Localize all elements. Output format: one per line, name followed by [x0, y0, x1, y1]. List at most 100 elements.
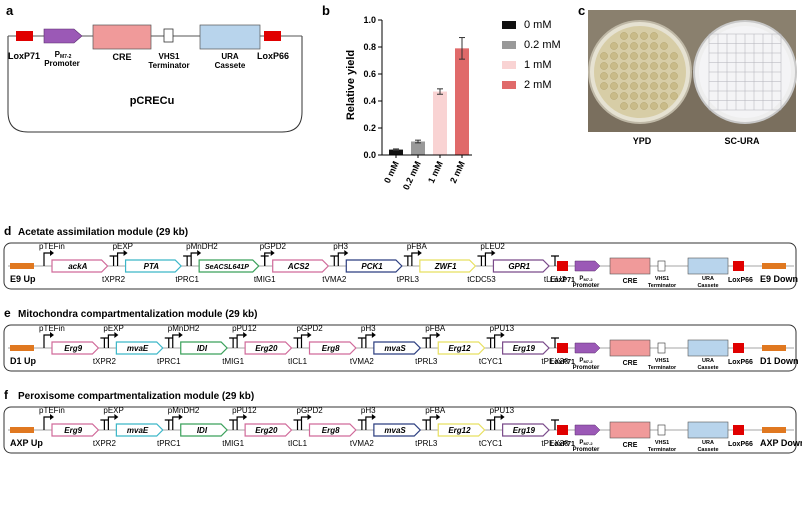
loxp71-box — [557, 261, 568, 271]
loxp71-box — [557, 343, 568, 353]
promoter-label: pH3 — [361, 324, 376, 333]
legend-label: 0 mM — [524, 19, 552, 31]
terminator-label: tPRL3 — [415, 357, 438, 366]
terminator-label: tPRC1 — [157, 439, 181, 448]
gene-erg20 — [244, 423, 293, 437]
bar — [433, 91, 447, 155]
promoter-label: pTEFin — [39, 324, 65, 333]
sc-ura-label: SC-URA — [725, 136, 760, 146]
sc-ura-grid — [708, 33, 782, 111]
up-homology-label: E9 Up — [10, 274, 36, 284]
promoter-arrow — [574, 342, 601, 354]
gene-erg12 — [437, 423, 486, 437]
up-homology-label: AXP Up — [10, 438, 43, 448]
terminator-label: tPRC1 — [157, 357, 181, 366]
promoter-arrowhead — [123, 250, 128, 256]
down-homology-arm — [762, 345, 786, 351]
promoter-arrow — [365, 416, 372, 430]
vhs1-label: VHS1 — [655, 276, 669, 282]
gene-erg9 — [51, 341, 100, 355]
promoter-arrowhead — [178, 414, 183, 420]
cre-label: CRE — [623, 442, 638, 449]
vhs1-box — [657, 260, 666, 272]
promoter-arrow — [365, 334, 372, 348]
terminator-symbol — [109, 255, 118, 266]
promoter-arrowhead — [344, 250, 349, 256]
loxp71-box — [16, 31, 33, 41]
gene-label: Erg12 — [448, 344, 471, 353]
loxp66-box — [264, 31, 281, 41]
gene-mvas — [373, 341, 422, 355]
promoter-arrow — [116, 252, 124, 266]
gene-label: PCK1 — [361, 262, 383, 271]
promoter-arrowhead — [307, 332, 312, 338]
gene-idi — [180, 423, 228, 437]
vhs1-box — [657, 342, 666, 354]
gene-label: ZWF1 — [434, 262, 457, 271]
gene-label: mvaS — [384, 426, 406, 435]
bar — [389, 149, 403, 155]
down-homology-arm — [762, 427, 786, 433]
terminator-symbol — [551, 419, 559, 430]
terminator-symbol — [183, 255, 192, 266]
panel-label-d: d — [4, 224, 11, 238]
plasmid-backbone — [7, 36, 303, 133]
y-tick-label: 0.2 — [363, 123, 376, 133]
promoter-label: pH3 — [333, 242, 348, 251]
panel-label-a: a — [6, 3, 14, 18]
legend-swatch — [502, 81, 516, 89]
promoter-label: pEXP — [103, 406, 123, 415]
promoter-arrow — [172, 416, 179, 430]
promoter-label: pLEU2 — [480, 242, 505, 251]
down-homology-label: E9 Down — [760, 274, 798, 284]
promoter-arrowhead — [371, 332, 376, 338]
promoter-arrow — [172, 334, 179, 348]
ura-label: URA — [221, 52, 239, 61]
ura-label-2: Cassete — [697, 447, 718, 453]
cre-label: CRE — [112, 52, 131, 62]
terminator-label: tXPR2 — [93, 439, 117, 448]
y-tick-label: 1.0 — [363, 15, 376, 25]
gene-mvas — [373, 423, 422, 437]
terminator-symbol — [357, 419, 366, 430]
terminator-label: tMIG1 — [254, 275, 276, 284]
loxp66-label: LoxP66 — [728, 277, 753, 284]
loxp71-label: LoxP71 — [550, 277, 575, 284]
terminator-label: tPRL3 — [415, 439, 438, 448]
terminator-label: tVMA2 — [350, 357, 375, 366]
y-axis-label: Relative yield — [345, 50, 357, 120]
loxp71-label: LoxP71 — [8, 51, 40, 61]
promoter-label: pTEFin — [39, 242, 65, 251]
terminator-symbol — [164, 419, 173, 430]
vhs1-label-2: Terminator — [648, 365, 677, 371]
cre-box — [92, 24, 152, 50]
terminator-symbol — [403, 255, 412, 266]
cre-label: CRE — [623, 278, 638, 285]
terminator-label: tXPR2 — [93, 357, 117, 366]
gene-erg20 — [244, 341, 293, 355]
ura-label-2: Cassete — [697, 365, 718, 371]
promoter-arrow — [494, 334, 501, 348]
promoter-label: pPU13 — [490, 324, 515, 333]
terminator-symbol — [486, 337, 495, 348]
legend-swatch — [502, 61, 516, 69]
terminator-label: tXPR2 — [102, 275, 126, 284]
terminator-label: tLEU2 — [544, 275, 567, 284]
y-tick-label: 0.4 — [363, 96, 376, 106]
terminator-label: tPEX20 — [541, 439, 569, 448]
gene-label: PTA — [144, 262, 160, 271]
vhs1-label: VHS1 — [159, 52, 180, 61]
gene-zwf1 — [419, 259, 477, 273]
promoter-arrow — [574, 260, 601, 272]
gene-label: ACS2 — [287, 262, 310, 271]
gene-mvae — [115, 341, 164, 355]
terminator-label: tVMA2 — [322, 275, 347, 284]
terminator-label: tPRL3 — [397, 275, 420, 284]
gene-label: Erg8 — [322, 344, 340, 353]
loxp71-label: LoxP71 — [550, 359, 575, 366]
down-homology-label: AXP Down — [760, 438, 802, 448]
down-homology-label: D1 Down — [760, 356, 799, 366]
ura-box — [687, 339, 729, 357]
